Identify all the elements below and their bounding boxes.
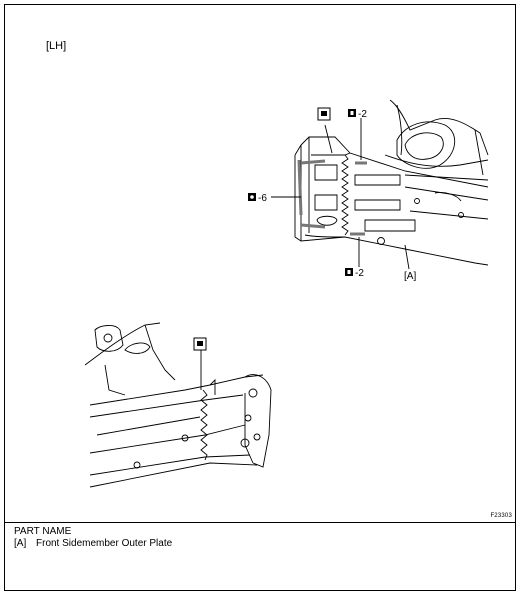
illustration: -2 -6 -2 [A] bbox=[84, 99, 489, 488]
view-label: [LH] bbox=[46, 40, 67, 52]
weld-symbol-left bbox=[248, 193, 256, 201]
lower-weld-seam bbox=[200, 389, 208, 461]
leader-top-left bbox=[324, 124, 333, 154]
callout-left: -6 bbox=[258, 193, 267, 204]
parts-heading: PART NAME bbox=[14, 526, 72, 537]
lower-sidemember bbox=[84, 322, 272, 488]
weld-symbol-lower bbox=[193, 337, 207, 351]
figure-code: F23303 bbox=[490, 513, 512, 519]
callout-top-right: -2 bbox=[358, 109, 367, 120]
figure-area: [LH] bbox=[5, 5, 515, 522]
section-divider bbox=[5, 522, 515, 523]
upper-sidemember bbox=[294, 136, 489, 266]
spot-weld-bars bbox=[297, 159, 367, 236]
leader-part-a bbox=[404, 244, 410, 270]
weld-symbol-bottom bbox=[345, 268, 353, 276]
parts-item: [A] Front Sidemember Outer Plate bbox=[14, 538, 172, 550]
parts-legend: PART NAME [A] Front Sidemember Outer Plat… bbox=[14, 526, 172, 550]
upper-weld-seam bbox=[341, 154, 349, 236]
diagram-frame: [LH] bbox=[4, 4, 516, 591]
parts-item-name: Front Sidemember Outer Plate bbox=[36, 538, 173, 549]
weld-symbol-right bbox=[348, 109, 356, 117]
callout-bottom: -2 bbox=[355, 268, 364, 279]
upper-body-contours bbox=[384, 99, 489, 181]
callout-part-a: [A] bbox=[404, 271, 416, 282]
weld-symbol-upper bbox=[317, 107, 331, 121]
parts-item-key: [A] bbox=[14, 538, 27, 549]
